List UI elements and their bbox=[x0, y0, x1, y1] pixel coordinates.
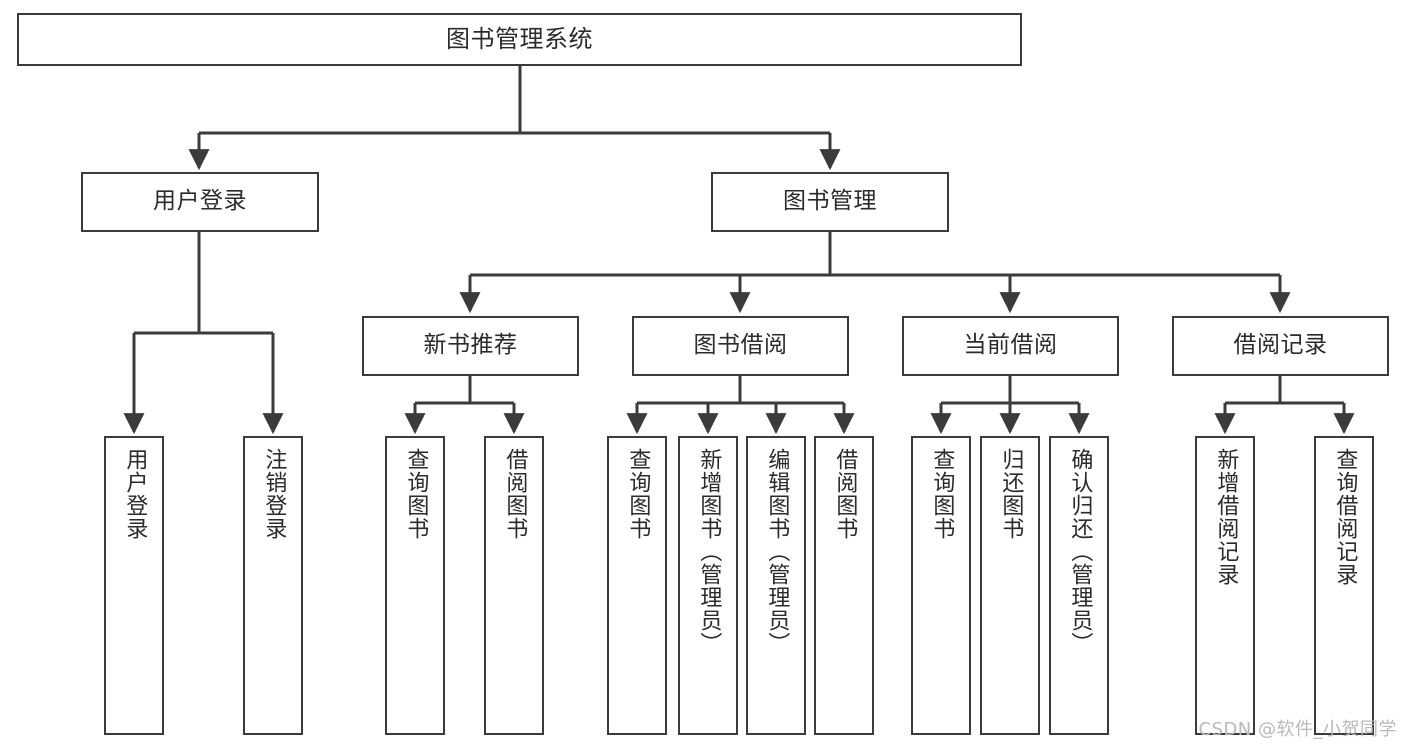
node-label: 用户登录 bbox=[153, 188, 247, 215]
node-label: 借阅图书 bbox=[502, 448, 528, 540]
node-new-book-recommendation[interactable]: 新书推荐 bbox=[362, 316, 579, 376]
node-label: 确认归还（管理员） bbox=[1067, 448, 1093, 655]
node-label: 新增图书（管理员） bbox=[696, 448, 722, 655]
node-label: 图书管理系统 bbox=[446, 25, 593, 54]
node-leaf-return-book[interactable]: 归还图书 bbox=[980, 436, 1040, 735]
node-leaf-query-book-current[interactable]: 查询图书 bbox=[911, 436, 971, 735]
node-leaf-edit-book-admin[interactable]: 编辑图书（管理员） bbox=[746, 436, 806, 735]
node-book-management[interactable]: 图书管理 bbox=[711, 172, 949, 232]
node-label: 查询图书 bbox=[625, 448, 651, 540]
watermark-text: CSDN @软件_小贺同学 bbox=[1198, 719, 1397, 740]
node-label: 归还图书 bbox=[998, 448, 1024, 540]
node-label: 借阅图书 bbox=[832, 448, 858, 540]
node-label: 查询借阅记录 bbox=[1332, 448, 1358, 586]
node-label: 查询图书 bbox=[929, 448, 955, 540]
node-label: 用户登录 bbox=[122, 448, 148, 540]
node-label: 借阅记录 bbox=[1233, 332, 1328, 359]
node-label: 新书推荐 bbox=[423, 332, 518, 359]
node-label: 当前借阅 bbox=[963, 332, 1058, 359]
node-leaf-add-book-admin[interactable]: 新增图书（管理员） bbox=[678, 436, 738, 735]
node-label: 编辑图书（管理员） bbox=[764, 448, 790, 655]
node-label: 注销登录 bbox=[261, 448, 287, 540]
node-leaf-borrow-book-new[interactable]: 借阅图书 bbox=[484, 436, 544, 735]
node-leaf-user-login[interactable]: 用户登录 bbox=[104, 436, 164, 735]
node-root-book-management-system[interactable]: 图书管理系统 bbox=[17, 13, 1022, 66]
node-book-borrowing[interactable]: 图书借阅 bbox=[632, 316, 849, 376]
node-leaf-borrow-book[interactable]: 借阅图书 bbox=[814, 436, 874, 735]
node-leaf-query-book-new[interactable]: 查询图书 bbox=[385, 436, 445, 735]
node-user-login[interactable]: 用户登录 bbox=[81, 172, 319, 232]
node-label: 图书管理 bbox=[783, 188, 877, 215]
node-leaf-query-borrow-record[interactable]: 查询借阅记录 bbox=[1314, 436, 1374, 735]
node-leaf-add-borrow-record[interactable]: 新增借阅记录 bbox=[1195, 436, 1255, 735]
node-leaf-logout[interactable]: 注销登录 bbox=[243, 436, 303, 735]
node-borrowing-record[interactable]: 借阅记录 bbox=[1172, 316, 1389, 376]
node-label: 查询图书 bbox=[403, 448, 429, 540]
node-leaf-confirm-return-admin[interactable]: 确认归还（管理员） bbox=[1049, 436, 1109, 735]
node-leaf-query-book-borrow[interactable]: 查询图书 bbox=[607, 436, 667, 735]
node-label: 图书借阅 bbox=[693, 332, 788, 359]
node-current-borrowing[interactable]: 当前借阅 bbox=[902, 316, 1119, 376]
node-label: 新增借阅记录 bbox=[1213, 448, 1239, 586]
